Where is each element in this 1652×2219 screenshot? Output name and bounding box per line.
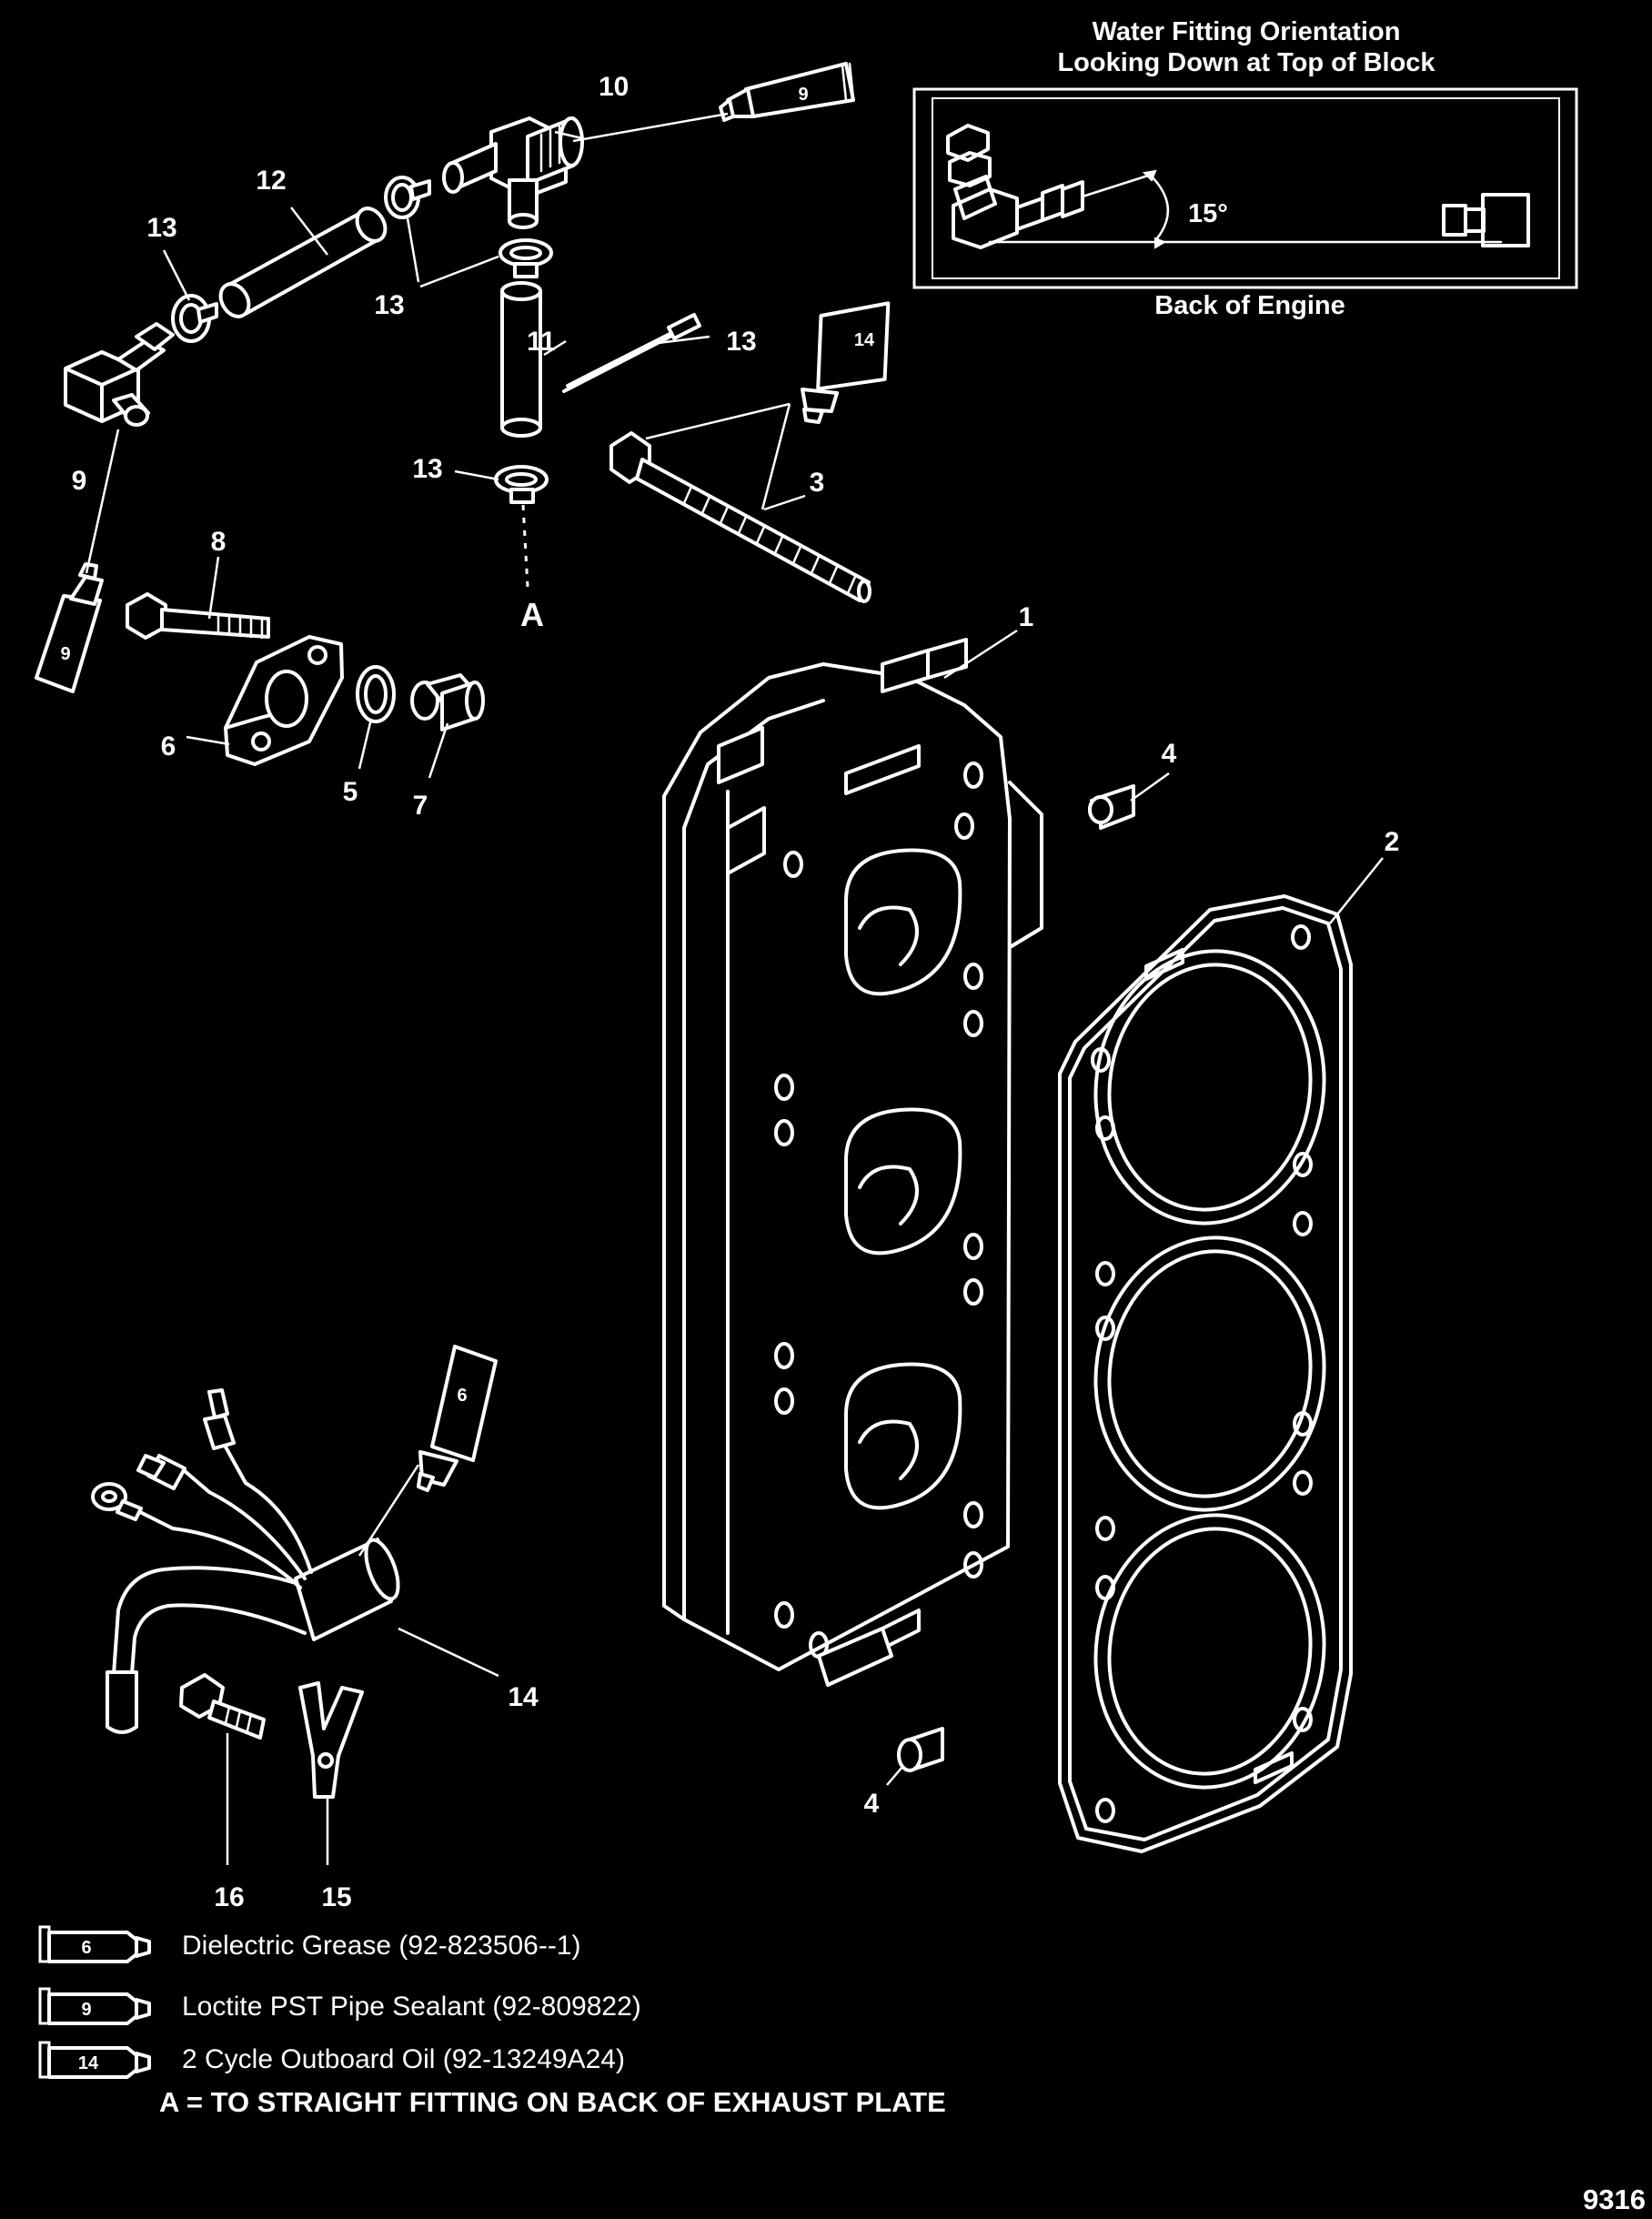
legend-code-6: 6: [81, 1938, 91, 1958]
legend-icon-6: 6: [38, 1925, 151, 1963]
callout-13-tie: 13: [726, 327, 756, 357]
callout-6: 6: [161, 731, 176, 762]
callout-A: A: [520, 596, 544, 633]
cable-tie: [562, 313, 701, 393]
water-fitting-inset: Water Fitting Orientation Looking Down a…: [912, 17, 1578, 320]
inset-title-line1: Water Fitting Orientation: [1093, 17, 1401, 46]
callout-13-tee: 13: [374, 290, 404, 320]
sealant-tube-9-top: 9: [719, 62, 855, 122]
o-ring: [356, 665, 396, 723]
callout-9-left: 9: [72, 466, 87, 496]
callout-4-upper: 4: [1162, 739, 1177, 769]
callout-2: 2: [1385, 827, 1400, 857]
inset-angle-arc: [1146, 171, 1170, 240]
tube-label-14-top: 14: [854, 330, 875, 350]
legend-code-9: 9: [81, 2000, 91, 2020]
inset-inner-frame: [932, 97, 1560, 279]
flange-bolt: [126, 592, 270, 640]
legend-icon-9: 9: [38, 1987, 151, 2025]
hose-clamp-under-tee: [499, 238, 553, 278]
legend-icon-14: 14: [38, 2041, 151, 2079]
inset-straight-fitting: [1442, 193, 1530, 247]
water-hose-vertical: [500, 281, 542, 438]
callout-4-lower: 4: [864, 1789, 880, 1819]
tee-fitting: [442, 116, 584, 229]
inset-caption: Back of Engine: [1154, 291, 1345, 320]
wiring-harness: [91, 1388, 400, 1799]
tube-label-6-mid: 6: [457, 1386, 467, 1406]
hose-clamp-lower: [494, 465, 549, 504]
exhaust-plate-gasket: [1058, 894, 1353, 1853]
inset-elbow-fitting: [946, 124, 1084, 249]
straight-fitting: [410, 673, 485, 731]
dowel-pin-lower: [897, 1727, 944, 1772]
callout-5: 5: [343, 777, 358, 807]
tube-label-9-top: 9: [798, 85, 808, 105]
callout-15: 15: [321, 1882, 351, 1912]
legend-text-6: Dielectric Grease (92-823506--1): [182, 1931, 581, 1961]
hose-clamp-upper-left: [171, 294, 218, 343]
inset-title-line2: Looking Down at Top of Block: [1057, 48, 1435, 77]
figure-number: 9316: [1583, 2184, 1646, 2215]
legend-text-14: 2 Cycle Outboard Oil (92-13249A24): [182, 2044, 625, 2074]
inset-angle-line: [1081, 174, 1150, 198]
plate-screw: [609, 431, 871, 603]
exhaust-plate-bolt-holes: [774, 762, 983, 1659]
dowel-pin-upper: [1088, 784, 1135, 830]
callout-14: 14: [508, 1682, 539, 1712]
callout-numbers: 10 12 13 13 11 13 13 3 9 A 8 6 5 7 1 4 2…: [72, 72, 1400, 1912]
leader-lines: [85, 112, 1384, 1865]
legend-text-9: Loctite PST Pipe Sealant (92-809822): [182, 1992, 641, 2022]
callout-10: 10: [599, 72, 629, 102]
legend-code-14: 14: [78, 2053, 99, 2073]
callout-8: 8: [211, 527, 227, 557]
sealant-tube-9-left: 9: [35, 562, 104, 693]
sealant-tube-6-mid: 6: [417, 1345, 498, 1492]
fitting-note: A = TO STRAIGHT FITTING ON BACK OF EXHAU…: [159, 2086, 946, 2118]
hose-clamp-upper-right: [384, 176, 431, 219]
callout-16: 16: [214, 1882, 244, 1912]
callout-12: 12: [256, 166, 286, 196]
gasket-bolt-holes: [1091, 924, 1313, 1823]
callout-3: 3: [810, 468, 825, 498]
elbow-fitting: [64, 322, 175, 427]
callout-13-lower: 13: [412, 454, 442, 484]
callout-11: 11: [527, 327, 556, 357]
inset-frame: [912, 87, 1578, 289]
water-flange: [224, 635, 344, 766]
inset-angle-label: 15°: [1188, 199, 1228, 228]
exhaust-plate: [662, 638, 1043, 1687]
callout-1: 1: [1019, 602, 1034, 632]
sealant-tube-14-top: 14: [801, 301, 891, 424]
tube-label-9-left: 9: [60, 644, 70, 664]
water-hose-upper: [218, 207, 388, 318]
callout-13-left: 13: [146, 213, 176, 243]
callout-7: 7: [413, 791, 428, 821]
